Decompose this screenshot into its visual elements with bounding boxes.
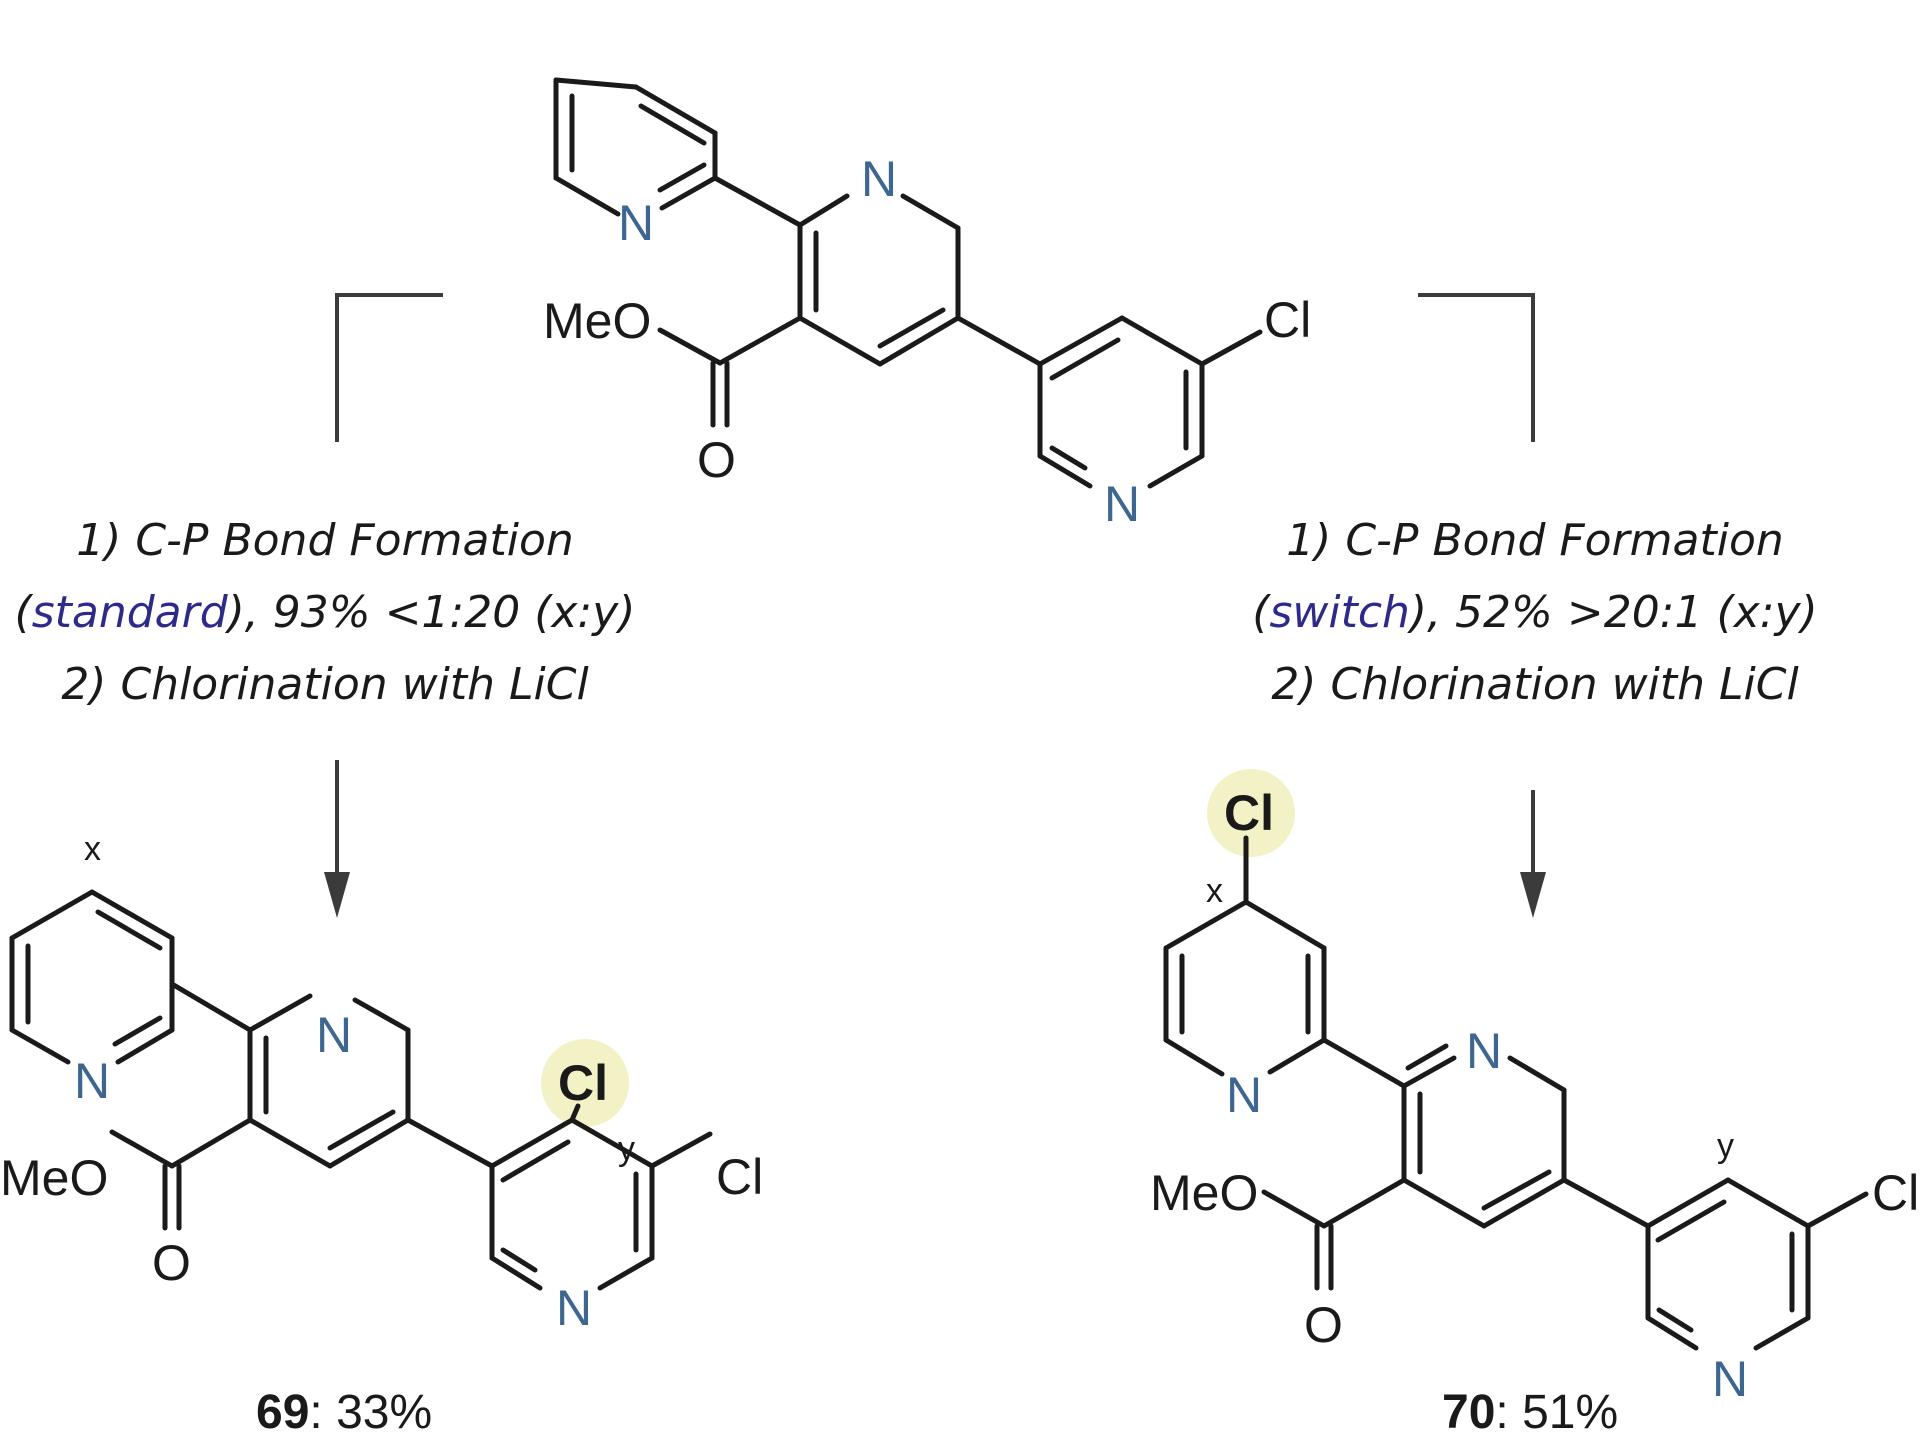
atom-cl-label: Cl xyxy=(1872,1165,1919,1221)
atom-n-label: N xyxy=(74,1053,110,1109)
atom-n-label: N xyxy=(1712,1351,1748,1407)
left-step1: 1) C-P Bond Formation xyxy=(76,515,574,566)
atom-o-label: O xyxy=(1304,1297,1343,1353)
atom-n-label: N xyxy=(1466,1023,1502,1079)
atom-meo-label: MeO xyxy=(543,293,651,349)
right-bracket xyxy=(1418,293,1535,442)
starting-material: N N MeO O Cl N xyxy=(543,77,1311,532)
right-step2: 2) Chlorination with LiCl xyxy=(1271,659,1799,710)
right-step1-detail: (switch), 52% >20:1 (x:y) xyxy=(1252,587,1817,638)
position-y-label: y xyxy=(618,1130,635,1168)
product-70-label: 70: 51% xyxy=(1442,1386,1618,1434)
product-69-label: 69: 33% xyxy=(256,1386,432,1434)
atom-n-label: N xyxy=(861,151,897,207)
atom-cl-label: Cl xyxy=(1264,292,1311,348)
atom-n-label: N xyxy=(1104,476,1140,532)
product-70-structure: Cl x N N MeO y Cl O N 70: 51% xyxy=(1150,769,1919,1434)
atom-n-label: N xyxy=(556,1280,592,1336)
p69-bonds xyxy=(9,889,713,1291)
p70-bonds xyxy=(1163,835,1869,1351)
left-bracket xyxy=(335,293,443,442)
right-mode-switch: switch xyxy=(1269,587,1409,638)
atom-o-label: O xyxy=(697,432,736,488)
right-step1: 1) C-P Bond Formation xyxy=(1286,515,1784,566)
atom-n-label: N xyxy=(618,195,654,251)
position-y-label: y xyxy=(1717,1127,1734,1165)
right-reaction-arrow xyxy=(1520,790,1546,918)
atom-cl-label: Cl xyxy=(716,1149,763,1205)
sm-atom-labels: N N MeO O Cl N xyxy=(543,151,1311,532)
atom-n-label: N xyxy=(1226,1067,1262,1123)
p69-atom-labels: x N N Cl y MeO Cl O N xyxy=(0,830,763,1336)
atom-meo-label: MeO xyxy=(1150,1165,1258,1221)
position-x-label: x xyxy=(84,830,101,868)
atom-cl-label: Cl xyxy=(1224,785,1274,841)
atom-cl-label: Cl xyxy=(558,1055,608,1111)
p70-atom-labels: Cl x N N MeO y Cl O N xyxy=(1150,785,1919,1407)
left-step1-detail: (standard), 93% <1:20 (x:y) xyxy=(15,587,636,638)
left-mode-standard: standard xyxy=(32,587,229,638)
atom-o-label: O xyxy=(152,1235,191,1291)
atom-meo-label: MeO xyxy=(0,1150,108,1206)
left-step2: 2) Chlorination with LiCl xyxy=(61,659,589,710)
left-conditions: 1) C-P Bond Formation (standard), 93% <1… xyxy=(15,515,636,710)
right-conditions: 1) C-P Bond Formation (switch), 52% >20:… xyxy=(1252,515,1817,710)
product-69-structure: x N N Cl y MeO Cl O N 69: 33% xyxy=(0,830,763,1434)
left-reaction-arrow xyxy=(324,760,350,918)
sm-bonds xyxy=(553,77,1263,489)
position-x-label: x xyxy=(1206,872,1223,910)
chlorine-highlight xyxy=(541,1039,629,1127)
chlorine-highlight xyxy=(1207,769,1295,857)
atom-n-label: N xyxy=(316,1007,352,1063)
